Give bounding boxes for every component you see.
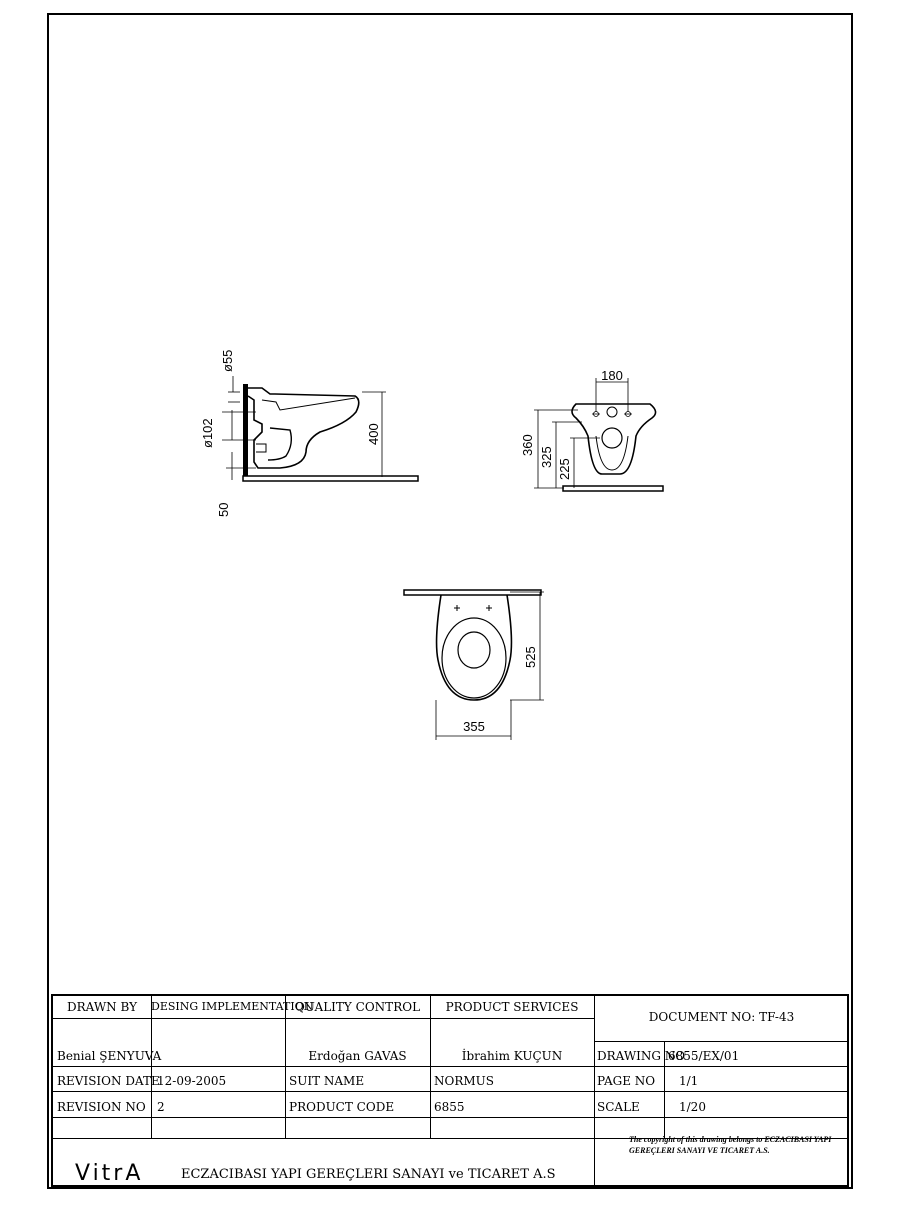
tb-product-code-label: PRODUCT CODE bbox=[289, 1100, 395, 1114]
tb-rule bbox=[285, 996, 286, 1138]
top-seat-outer bbox=[441, 617, 507, 699]
tb-scale-label: SCALE bbox=[597, 1100, 640, 1114]
side-view bbox=[222, 376, 419, 482]
tb-rule bbox=[430, 996, 431, 1138]
side-floor bbox=[242, 475, 419, 482]
dim-50-label: 50 bbox=[216, 503, 231, 517]
tb-revision-no: 2 bbox=[157, 1100, 165, 1114]
title-block: DRAWN BY DESING IMPLEMENTATION QUALITY C… bbox=[51, 994, 849, 1187]
tb-rule bbox=[53, 1117, 849, 1118]
tb-page-no-label: PAGE NO bbox=[597, 1074, 656, 1088]
top-wall bbox=[403, 589, 542, 596]
dim-525-label: 525 bbox=[523, 646, 538, 668]
tb-suit-name: NORMUS bbox=[434, 1074, 494, 1088]
front-bowl-outline bbox=[571, 403, 657, 475]
tb-header-quality: QUALITY CONTROL bbox=[294, 1000, 421, 1014]
tb-rule bbox=[664, 1041, 665, 1138]
tb-suit-name-label: SUIT NAME bbox=[289, 1074, 365, 1088]
side-bowl-rim bbox=[261, 397, 356, 411]
top-bowl-outline bbox=[435, 594, 513, 701]
tb-rule bbox=[53, 1066, 849, 1067]
tb-scale: 1/20 bbox=[679, 1100, 706, 1114]
top-fix-right bbox=[486, 605, 492, 611]
sheet-frame bbox=[47, 13, 853, 1189]
vitra-logo: VitrA bbox=[75, 1161, 144, 1186]
front-view bbox=[534, 378, 664, 492]
tb-header-design: DESING IMPLEMENTATION bbox=[151, 1000, 314, 1013]
dim-355-label: 355 bbox=[463, 719, 485, 734]
front-outlet-circle bbox=[601, 427, 623, 449]
tb-drawing-no-label: DRAWING NO bbox=[597, 1049, 686, 1063]
tb-name-drawn-by: Benial ŞENYUVA bbox=[57, 1049, 162, 1063]
front-floor bbox=[562, 485, 664, 492]
copyright-note: The copyright of this drawing belongs to… bbox=[629, 1135, 832, 1155]
tb-revision-date: 12-09-2005 bbox=[157, 1074, 227, 1088]
side-trap bbox=[267, 427, 293, 461]
tb-revision-no-label: REVISION NO bbox=[57, 1100, 146, 1114]
tb-document-no: DOCUMENT NO: TF-43 bbox=[648, 1010, 795, 1024]
dim-400-label: 400 bbox=[366, 423, 381, 445]
top-view bbox=[403, 589, 544, 740]
dim-55-label: ø55 bbox=[220, 350, 235, 372]
tb-rule bbox=[594, 996, 595, 1187]
top-fix-left bbox=[454, 605, 460, 611]
dim-102-label: ø102 bbox=[200, 418, 215, 448]
side-wall bbox=[243, 384, 248, 478]
side-outlet bbox=[256, 443, 267, 453]
tb-drawing-no: 6855/EX/01 bbox=[668, 1049, 740, 1063]
top-seat-opening bbox=[457, 631, 491, 669]
tb-header-drawn-by: DRAWN BY bbox=[66, 1000, 137, 1014]
tb-name-product-services: İbrahim KUÇUN bbox=[461, 1049, 563, 1063]
front-bowl-inner bbox=[595, 435, 629, 471]
tb-page-no: 1/1 bbox=[679, 1074, 699, 1088]
tb-rule bbox=[151, 996, 152, 1138]
dim-360-label: 360 bbox=[520, 434, 535, 456]
tb-rule bbox=[53, 1138, 849, 1139]
tb-name-quality: Erdoğan GAVAS bbox=[308, 1049, 407, 1063]
tb-rule bbox=[53, 1091, 849, 1092]
dim-325-label: 325 bbox=[539, 446, 554, 468]
side-bowl-outline bbox=[247, 387, 360, 469]
tb-product-code: 6855 bbox=[434, 1100, 465, 1114]
tb-header-product-services: PRODUCT SERVICES bbox=[445, 1000, 579, 1014]
front-hole-center bbox=[606, 406, 618, 418]
dim-180-label: 180 bbox=[601, 368, 623, 383]
tb-rule bbox=[53, 1018, 594, 1019]
tb-rule bbox=[594, 1041, 849, 1042]
tb-revision-date-label: REVISION DATE bbox=[57, 1074, 160, 1088]
dim-225-label: 225 bbox=[557, 458, 572, 480]
company-name: ECZACIBASI YAPI GEREÇLERI SANAYI ve TICA… bbox=[181, 1167, 556, 1182]
